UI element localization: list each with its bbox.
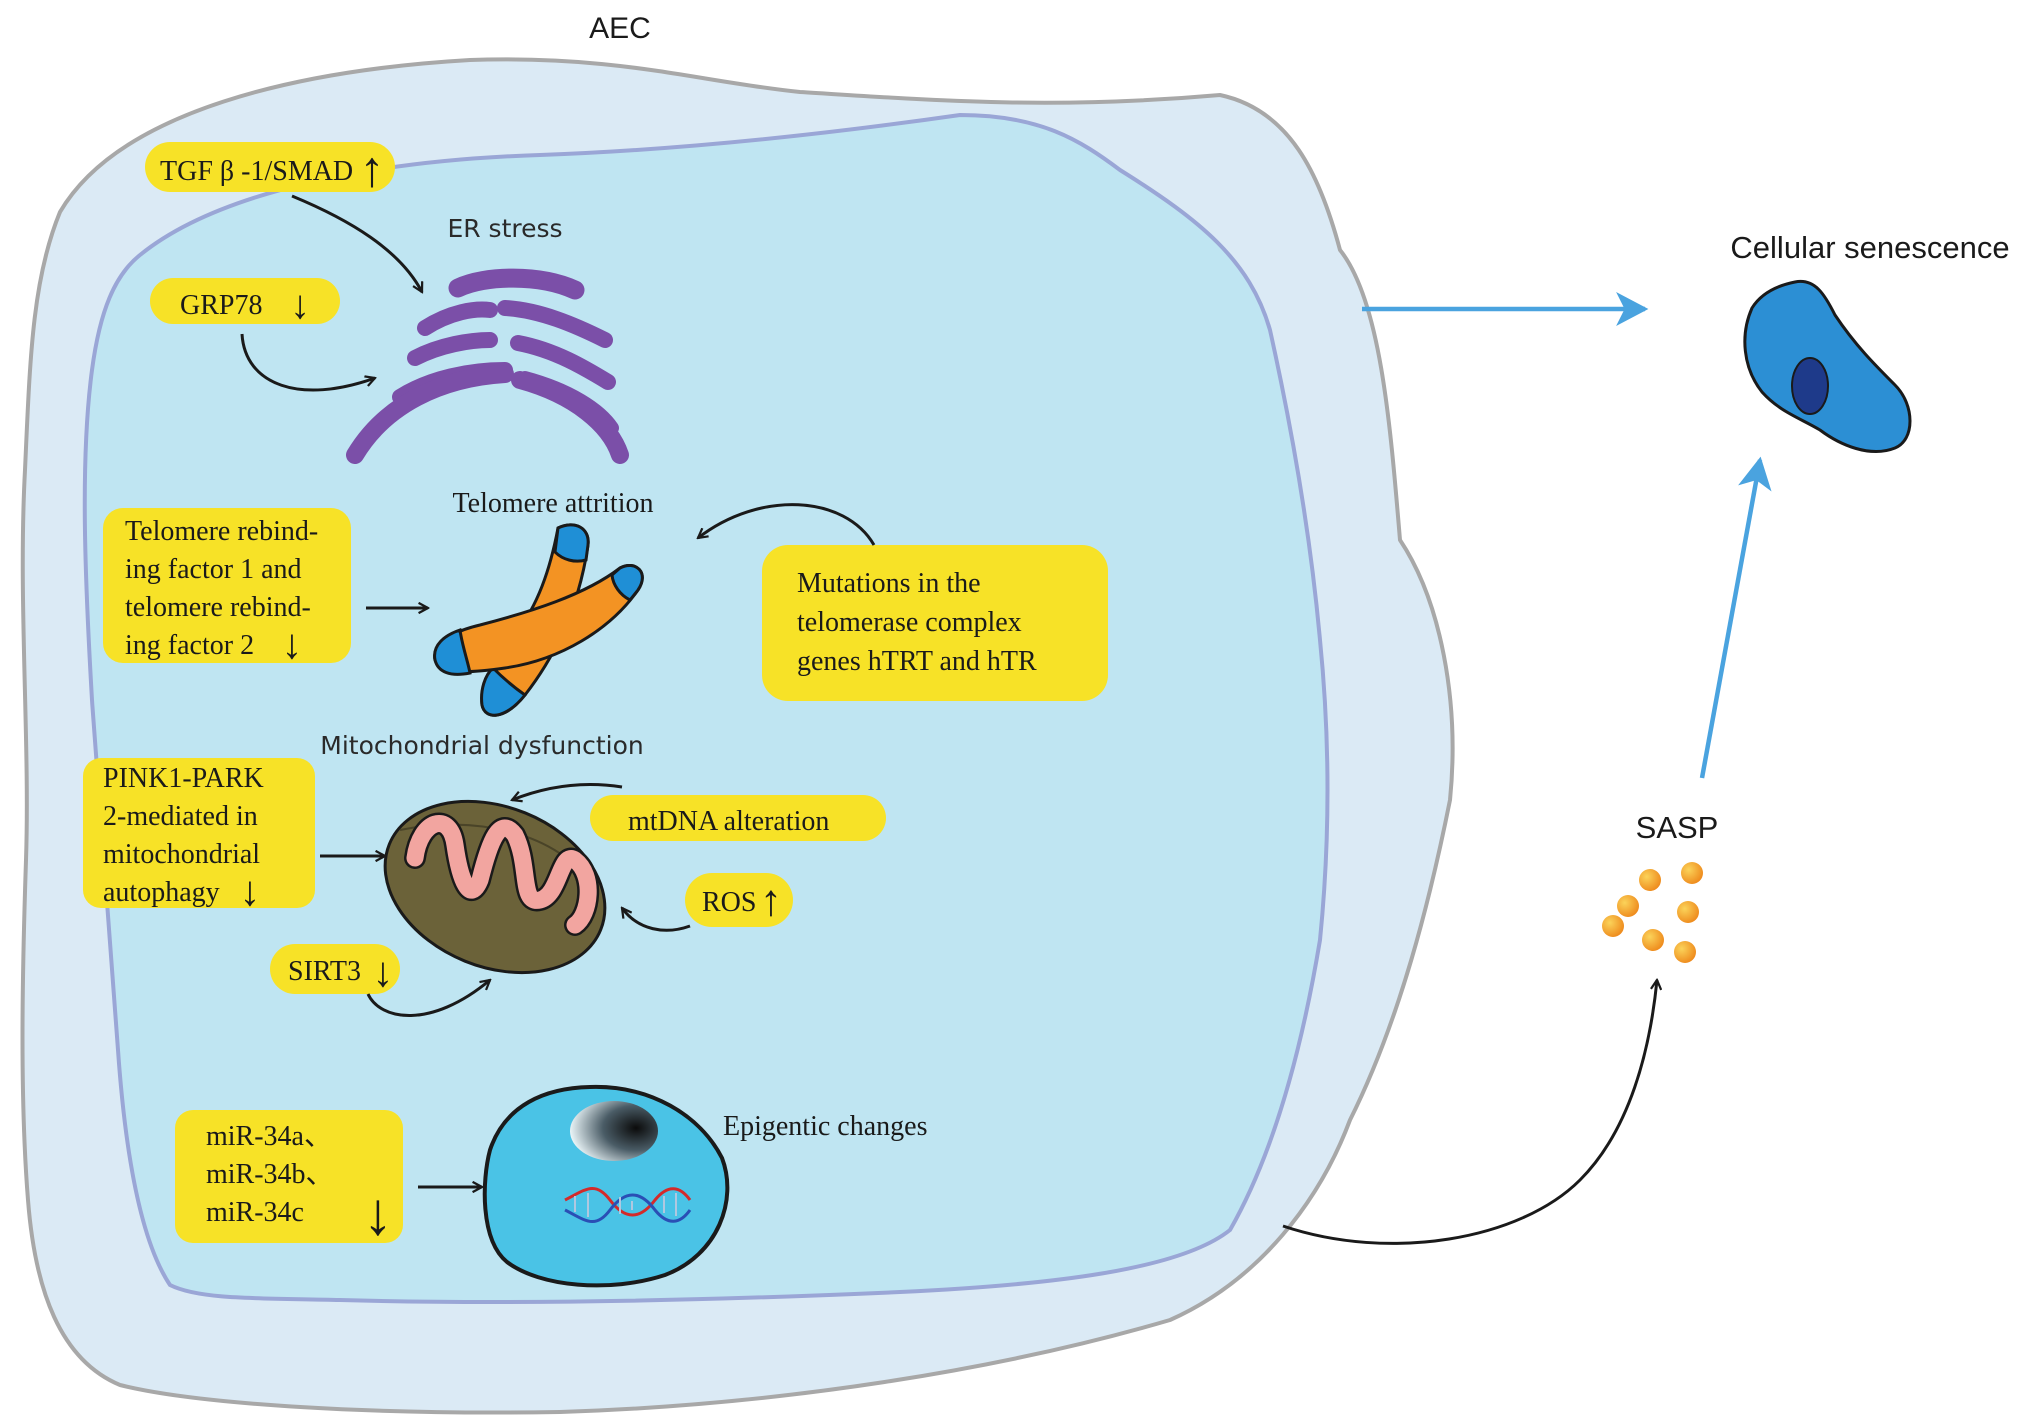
telomere-factors-box: Telomere rebind- ing factor 1 and telome… — [103, 508, 351, 668]
mitochondrion-icon — [383, 799, 607, 975]
down-arrow-icon: ↓ — [373, 950, 394, 996]
mitochondrial-dysfunction-label: Mitochondrial dysfunction — [320, 731, 643, 760]
arrow-sirt3-to-mito — [366, 980, 490, 1017]
pink1-line-4: autophagy — [103, 877, 220, 908]
cellular-senescence-label: Cellular senescence — [1730, 230, 2009, 265]
telomere-factors-line-2: ing factor 1 and — [125, 554, 302, 585]
sasp-particles-icon — [1602, 862, 1703, 963]
senescent-cell-icon — [1743, 279, 1912, 453]
mtdna-alteration-label: mtDNA alteration — [628, 806, 829, 837]
sirt3-label: SIRT3 — [288, 956, 361, 987]
er-stress-label: ER stress — [447, 214, 562, 243]
grp78-label: GRP78 — [180, 290, 262, 321]
mutations-line-1: Mutations in the — [797, 568, 981, 599]
mutations-line-3: genes hTRT and hTR — [797, 646, 1037, 677]
tgf-beta-smad-label: TGF β -1/SMAD — [160, 156, 353, 187]
grp78-box: GRP78 ↓ — [150, 278, 340, 327]
mtdna-alteration-box: mtDNA alteration — [590, 795, 886, 841]
mir-line-2: miR-34b、 — [206, 1159, 334, 1190]
telomere-attrition-label: Telomere attrition — [453, 488, 654, 519]
mir-line-1: miR-34a、 — [206, 1121, 332, 1152]
arrow-grp78-to-er — [240, 333, 375, 392]
epigenetic-changes-label: Epigentic changes — [723, 1111, 927, 1142]
pink1-park2-box: PINK1-PARK 2-mediated in mitochondrial a… — [83, 758, 315, 915]
dna-helix-icon — [564, 1187, 692, 1223]
mutations-line-2: telomerase complex — [797, 607, 1022, 638]
chromosome-icon — [433, 523, 644, 717]
arrow-sasp-to-senescence — [1699, 456, 1772, 779]
sirt3-box: SIRT3 ↓ — [270, 944, 400, 996]
telomere-factors-line-1: Telomere rebind- — [125, 516, 318, 547]
tgf-beta-smad-box: TGF β -1/SMAD ↑ — [145, 141, 395, 197]
down-arrow-icon: ↓ — [290, 282, 310, 327]
mir-line-3: miR-34c — [206, 1197, 304, 1228]
telomere-factors-line-4: ing factor 2 — [125, 630, 254, 661]
up-arrow-icon: ↑ — [360, 141, 385, 197]
pink1-line-2: 2-mediated in — [103, 801, 258, 832]
telomerase-mutations-box: Mutations in the telomerase complex gene… — [762, 545, 1108, 701]
arrow-cell-to-sasp — [1282, 980, 1657, 1245]
ros-label: ROS — [702, 887, 756, 918]
nucleolus-icon — [570, 1101, 658, 1161]
senescent-nucleus-icon — [1791, 357, 1829, 415]
nucleus-icon — [482, 1084, 730, 1288]
pink1-line-1: PINK1-PARK — [103, 763, 264, 794]
down-arrow-icon: ↓ — [363, 1181, 393, 1247]
arrow-ros-to-mito — [622, 908, 691, 932]
arrow-mtdna-to-mito — [512, 783, 623, 800]
arrow-tgf-to-er — [291, 194, 424, 292]
up-arrow-icon: ↑ — [760, 876, 782, 925]
arrow-mutations-to-telomere — [698, 503, 876, 546]
cell-title: AEC — [589, 12, 651, 45]
ros-box: ROS ↑ — [685, 873, 793, 927]
down-arrow-icon: ↓ — [282, 622, 303, 668]
sasp-label: SASP — [1636, 810, 1719, 845]
endoplasmic-reticulum — [346, 268, 629, 464]
telomere-factors-line-3: telomere rebind- — [125, 592, 311, 623]
down-arrow-icon: ↓ — [240, 869, 261, 915]
mir-34-box: miR-34a、 miR-34b、 miR-34c ↓ — [175, 1110, 403, 1247]
pink1-line-3: mitochondrial — [103, 839, 260, 870]
